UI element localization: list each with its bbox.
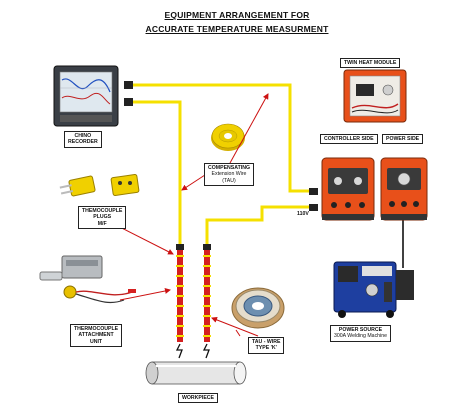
label-power-side: POWER SIDE — [382, 134, 424, 145]
label-twin-heat-module: TWIN HEAT MODULE — [340, 58, 401, 69]
welding-machine-icon — [333, 261, 414, 318]
recorder-icon — [53, 65, 119, 127]
label-compensating-line: COMPENSATING — [208, 165, 250, 171]
wire-spool-icon — [211, 123, 245, 151]
label-compensating-line: Extension Wire — [211, 171, 247, 178]
label-plugs-line: PLUGS — [93, 214, 112, 221]
label-recorder-line: CHINO — [74, 133, 92, 139]
wire-controller-to-heater — [205, 205, 318, 244]
wire-recorder-bottom — [132, 100, 182, 244]
thermocouple-plugs-icon — [59, 174, 140, 197]
attachment-unit-icon — [39, 255, 136, 304]
label-workpiece: WORKPIECE — [178, 393, 218, 404]
label-attachment-line: ATTACHMENT — [78, 332, 114, 339]
connector-plug-icon — [309, 204, 318, 211]
label-recorder-line: RECORDER — [68, 139, 98, 146]
heater-strip-left — [175, 244, 184, 359]
label-controller-side: CONTROLLER SIDE — [320, 134, 378, 145]
label-attachment: THERMOCOUPLE ATTACHMENT UNIT — [70, 324, 123, 348]
diagram-title-line1: EQUIPMENT ARRANGEMENT FOR — [164, 10, 310, 20]
label-recorder: CHINO RECORDER — [64, 131, 102, 148]
label-plugs-line: M/F — [97, 220, 107, 227]
label-power-source: POWER SOURCE 300A Welding Machine — [330, 325, 391, 342]
controller-box-icon — [321, 157, 375, 221]
diagram-title-line2: ACCURATE TEMPERATURE MEASURMENT — [145, 24, 329, 34]
label-power-source-line: POWER SOURCE — [338, 327, 383, 333]
tau-wire-spool-icon — [231, 287, 285, 329]
power-box-icon — [380, 157, 428, 221]
label-tau-wire: TAU - WIRE TYPE 'K' — [248, 337, 285, 354]
label-tau-wire-line: TAU - WIRE — [252, 339, 281, 345]
label-plugs: THEMOCOUPLE PLUGS M/F — [78, 206, 127, 230]
label-attachment-line: UNIT — [89, 338, 103, 345]
label-compensating: COMPENSATING Extension Wire (TAU) — [204, 163, 254, 187]
connector-plug-icon — [124, 98, 133, 106]
label-voltage: 110V — [297, 211, 309, 217]
wire-recorder-top — [132, 83, 318, 193]
label-plugs-line: THEMOCOUPLE — [82, 208, 123, 214]
label-attachment-line: THERMOCOUPLE — [74, 326, 119, 332]
connector-plug-icon — [124, 81, 133, 89]
workpiece-pipe-icon — [145, 361, 247, 385]
label-tau-wire-line: TYPE 'K' — [255, 345, 277, 352]
twin-heat-module-icon — [343, 69, 407, 123]
connector-plug-icon — [309, 188, 318, 195]
label-power-source-line: 300A Welding Machine — [334, 333, 387, 340]
label-compensating-line: (TAU) — [222, 177, 236, 184]
heater-strip-right — [202, 244, 211, 359]
